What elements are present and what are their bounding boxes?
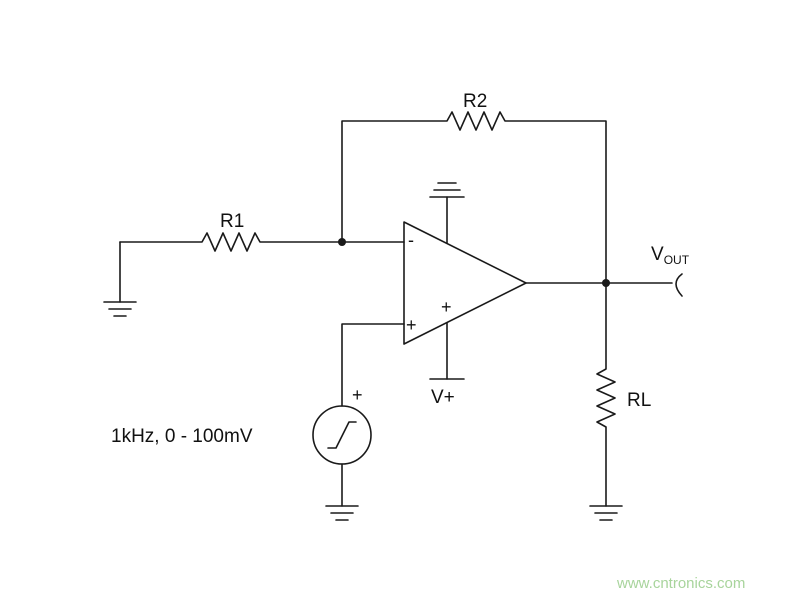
resistor-r1 bbox=[119, 232, 343, 252]
ground-r1 bbox=[103, 241, 137, 317]
ground-top-supply bbox=[429, 182, 465, 244]
resistor-rl bbox=[596, 282, 616, 507]
rl-label: RL bbox=[627, 390, 651, 411]
ground-rl bbox=[589, 505, 623, 521]
vplus-label: V+ bbox=[431, 387, 455, 408]
resistor-r2 bbox=[341, 111, 607, 284]
vout-subscript: OUT bbox=[664, 253, 690, 267]
vout-label: VOUT bbox=[651, 244, 690, 267]
op-amp bbox=[403, 221, 527, 345]
vout-main: V bbox=[651, 244, 664, 265]
noninverting-input-sign: + bbox=[406, 315, 417, 335]
r2-label: R2 bbox=[463, 91, 487, 112]
ground-source bbox=[325, 463, 359, 521]
watermark: www.cntronics.com bbox=[616, 575, 745, 592]
supply-vplus bbox=[429, 322, 465, 380]
output-connector bbox=[675, 273, 683, 297]
supply-pin-sign: + bbox=[441, 297, 452, 317]
inverting-input-sign: - bbox=[408, 230, 414, 250]
signal-source-icon bbox=[312, 405, 372, 465]
source-label: 1kHz, 0 - 100mV bbox=[111, 426, 253, 447]
source-plus-sign: + bbox=[352, 385, 363, 405]
r1-label: R1 bbox=[220, 211, 244, 232]
wire-noninverting-input bbox=[341, 323, 405, 407]
